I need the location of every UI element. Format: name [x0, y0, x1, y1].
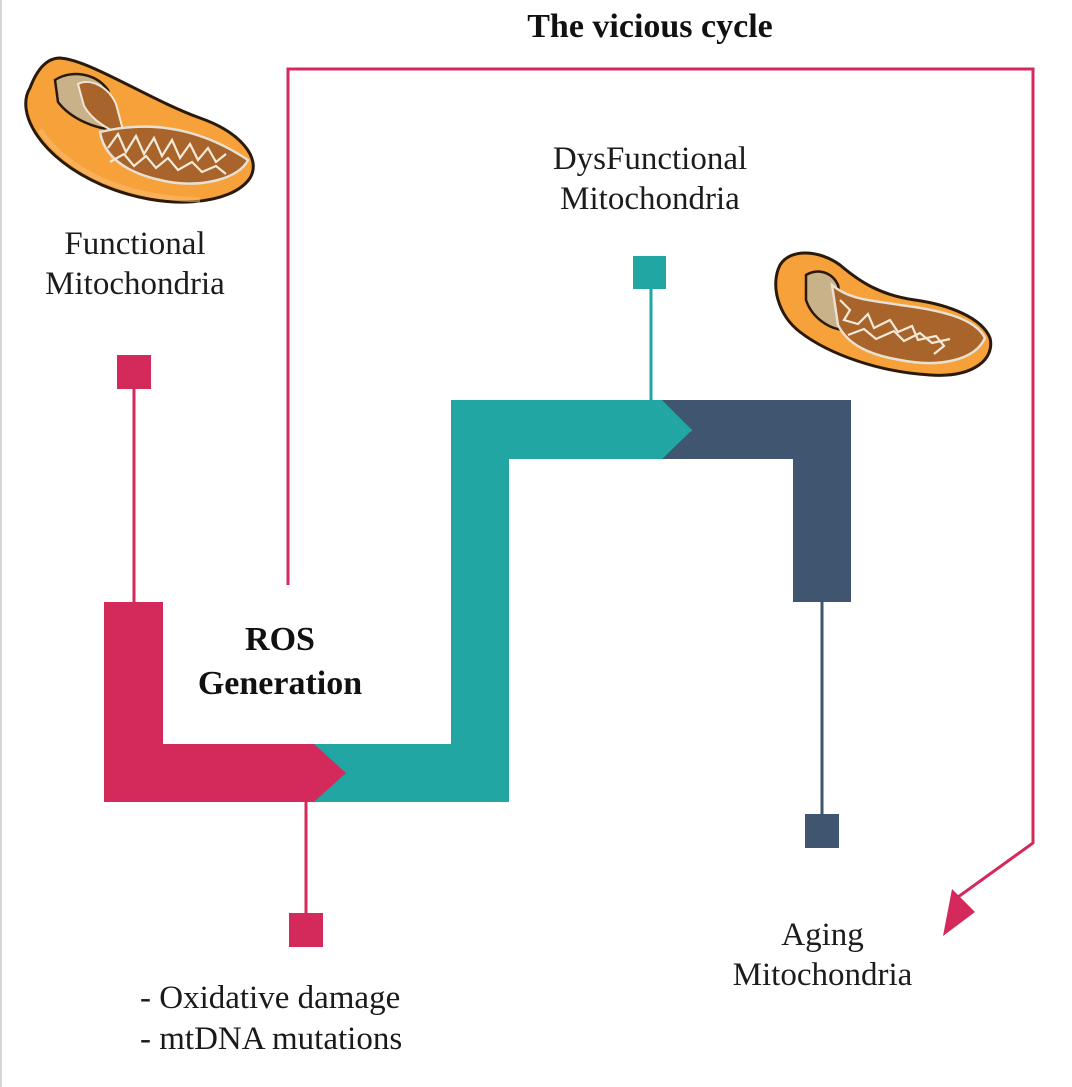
aging-path-segment — [655, 400, 851, 602]
vicious-cycle-title: The vicious cycle — [527, 8, 773, 45]
mitochondrion-damaged-icon — [774, 251, 993, 377]
aging-mitochondria-label: Aging Mitochondria — [695, 916, 950, 995]
ros-label-line1: ROS — [245, 621, 315, 658]
consequences-marker — [289, 913, 323, 947]
vicious-cycle-connector — [286, 67, 1035, 899]
consequence-item: - mtDNA mutations — [140, 1020, 403, 1057]
aging-label-line2: Mitochondria — [732, 956, 913, 993]
functional-marker — [117, 355, 151, 389]
left-border-line — [0, 0, 2, 1087]
teal-arrow-tip — [655, 400, 692, 459]
mitochondrion-healthy-icon — [24, 56, 255, 204]
consequence-item: - Oxidative damage — [140, 980, 401, 1016]
aging-marker — [805, 814, 839, 848]
dysfunctional-mitochondria-label: DysFunctional Mitochondria — [510, 140, 790, 219]
consequences-list: - Oxidative damage - mtDNA mutations — [140, 978, 480, 1060]
functional-label-line1: Functional — [64, 226, 206, 262]
vicious-cycle-arrowhead — [943, 889, 975, 936]
functional-mitochondria-label: Functional Mitochondria — [10, 225, 260, 304]
aging-label-line1: Aging — [781, 917, 864, 953]
ros-path-segment — [104, 602, 346, 802]
functional-label-line2: Mitochondria — [45, 265, 225, 302]
dysfunctional-label-line2: Mitochondria — [560, 180, 740, 217]
ros-generation-label: ROS Generation — [160, 618, 400, 706]
dysfunctional-label-line1: DysFunctional — [552, 141, 748, 177]
dysfunction-path-segment — [310, 400, 690, 802]
dysfunctional-marker — [633, 256, 666, 289]
ros-label-line2: Generation — [197, 665, 363, 703]
